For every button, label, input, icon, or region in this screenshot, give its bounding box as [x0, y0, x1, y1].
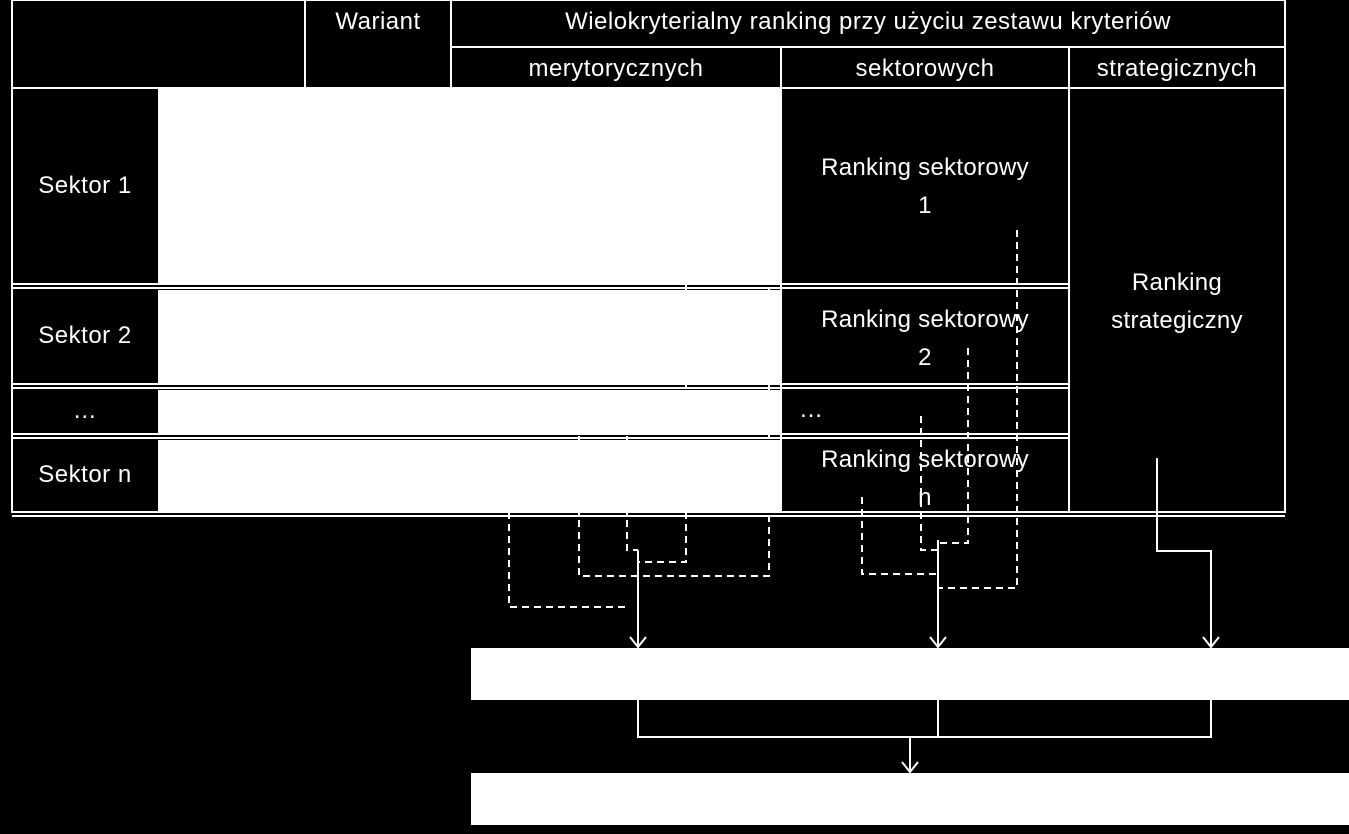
cell-merytoryczne-2 — [158, 290, 781, 383]
ranking-sektorowy-1: Ranking sektorowy 1 — [781, 149, 1069, 225]
row-label-sektor-n: Sektor n — [38, 461, 132, 488]
ranking-sektorowy-2-line1: Ranking sektorowy — [821, 306, 1029, 333]
ranking-sektorowy-1-line2: 1 — [918, 192, 932, 219]
ranking-sektorowy-n: Ranking sektorowy n — [781, 441, 1069, 517]
ranking-sektorowy-2-line2: 2 — [918, 344, 932, 371]
header-col-strategiczne: strategicznych — [1096, 55, 1258, 82]
ranking-strategiczny: Ranking strategiczny — [1069, 264, 1285, 340]
row-label-sektor-1: Sektor 1 — [38, 172, 132, 199]
row-label-sektor-2: Sektor 2 — [38, 322, 132, 349]
aggregation-box — [471, 648, 1349, 700]
ranking-strategiczny-line2: strategiczny — [1111, 307, 1243, 334]
ranking-sektorowy-n-line1: Ranking sektorowy — [821, 446, 1029, 473]
ranking-sektorowy-1-line1: Ranking sektorowy — [821, 154, 1029, 181]
row-label-ellipsis: … — [72, 397, 98, 424]
header-col-merytoryczne: merytorycznych — [528, 55, 704, 82]
cell-merytoryczne-ellipsis — [158, 390, 781, 433]
header-wariant: Wariant — [335, 8, 421, 35]
cell-merytoryczne-n — [158, 440, 781, 511]
ranking-strategiczny-line1: Ranking — [1131, 269, 1223, 296]
ranking-sektorowy-n-line2: n — [918, 484, 932, 511]
header-col-sektorowe: sektorowych — [855, 55, 995, 82]
ranking-sektorowy-ellipsis: … — [799, 396, 824, 423]
header-main-title: Wielokryterialny ranking przy użyciu zes… — [565, 8, 1171, 35]
final-ranking-box — [471, 773, 1349, 825]
cell-merytoryczne-1 — [158, 89, 781, 283]
ranking-sektorowy-2: Ranking sektorowy 2 — [781, 301, 1069, 377]
